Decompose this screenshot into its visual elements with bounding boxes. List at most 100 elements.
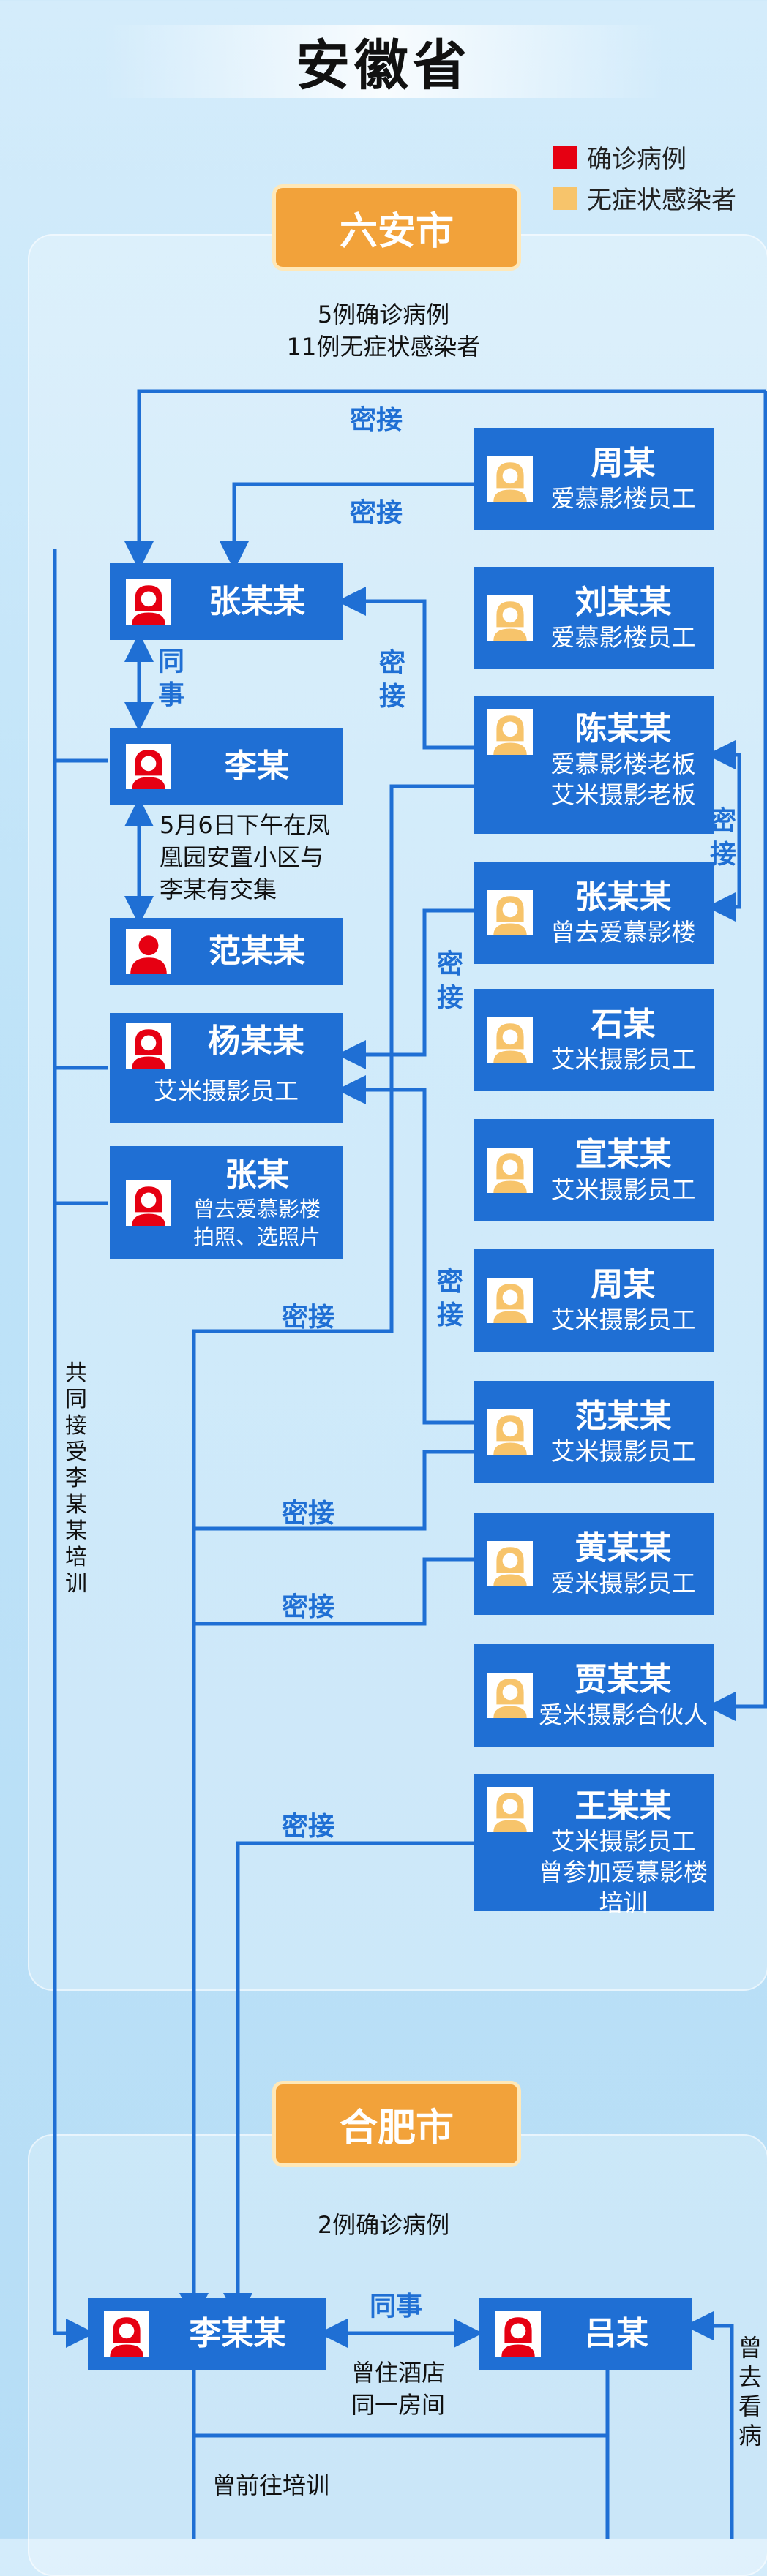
node-zhang-mou[interactable]: 张某 曾去爱慕影楼 拍照、选照片 — [110, 1146, 343, 1259]
node-sub-2: 拍照、选照片 — [192, 1224, 321, 1249]
asymptomatic-person-icon — [487, 1541, 533, 1586]
asymptomatic-person-icon — [487, 1409, 533, 1455]
asymptomatic-person-icon — [487, 456, 533, 502]
node-sub: 曾去爱慕影楼 — [550, 918, 696, 946]
node-right-6[interactable]: 周某艾米摄影员工 — [474, 1249, 714, 1352]
asymptomatic-person-icon — [487, 1787, 533, 1832]
liuan-summary-asymptomatic: 11例无症状感染者 — [286, 333, 481, 361]
node-right-0[interactable]: 周某爱慕影楼员工 — [474, 428, 714, 530]
node-hefei-li-moumou[interactable]: 李某某 — [88, 2298, 326, 2370]
liuan-city-label: 六安市 — [339, 209, 454, 254]
node-sub: 艾米摄影员工 — [550, 1306, 696, 1334]
confirmed-person-icon — [126, 579, 171, 625]
node-sub: 艾米摄影员工 — [154, 1077, 299, 1105]
asymptomatic-person-icon — [487, 1017, 533, 1063]
legend-asymptomatic-label: 无症状感染者 — [587, 186, 736, 215]
colleague-label: 同事 — [157, 647, 184, 710]
contact-label-2: 密接 — [282, 1499, 335, 1529]
training-label: 共同接受李某某培训 — [65, 1360, 87, 1597]
confirmed-person-icon — [126, 743, 171, 789]
contact-label-zhang-yang: 密接 — [436, 949, 463, 1013]
node-yang-moumou[interactable]: 杨某某 艾米摄影员工 — [110, 1013, 343, 1123]
note-line-1: 5月6日下午在凤 — [160, 811, 330, 839]
liuan-city-tab: 六安市 — [272, 184, 521, 271]
node-hefei-lv-mou[interactable]: 吕某 — [479, 2298, 692, 2370]
confirmed-person-icon — [126, 929, 171, 974]
asymptomatic-person-icon — [487, 1148, 533, 1193]
hefei-training-note: 曾前往培训 — [212, 2471, 330, 2499]
contact-label-1: 密接 — [282, 1303, 335, 1333]
legend-asymptomatic-swatch — [553, 186, 577, 210]
hefei-city-tab: 合肥市 — [272, 2081, 521, 2167]
li-fan-note: 5月6日下午在凤 凰园安置小区与 李某有交集 — [160, 809, 330, 905]
contact-label-chen-zhang: 密接 — [378, 648, 405, 712]
node-sub: 爱慕影楼员工 — [550, 623, 696, 652]
node-name: 宣某某 — [575, 1136, 672, 1173]
node-name: 黄某某 — [575, 1529, 672, 1567]
node-li-mou[interactable]: 李某 — [110, 728, 343, 805]
icon-wrap — [126, 1023, 171, 1072]
node-name: 张某某 — [575, 878, 672, 916]
node-name: 周某 — [591, 445, 656, 482]
confirmed-person-icon — [126, 1023, 171, 1069]
asymptomatic-person-icon — [487, 1278, 533, 1323]
node-sub: 爱慕影楼老板 — [550, 750, 696, 778]
hotel-line-1: 曾住酒店 — [351, 2359, 446, 2387]
node-name: 周某 — [591, 1266, 656, 1303]
hefei-visit-note: 曾去看病 — [738, 2334, 762, 2449]
node-name: 王某某 — [575, 1788, 672, 1825]
node-right-3[interactable]: 张某某曾去爱慕影楼 — [474, 862, 714, 964]
node-right-7[interactable]: 范某某艾米摄影员工 — [474, 1381, 714, 1483]
legend-confirmed: 确诊病例 — [553, 139, 686, 175]
node-right-9[interactable]: 贾某某爱米摄影合伙人 — [474, 1644, 714, 1747]
asymptomatic-person-icon — [487, 595, 533, 641]
node-sub: 艾米摄影员工 — [550, 1827, 696, 1856]
liuan-summary-confirmed: 5例确诊病例 — [317, 301, 450, 328]
asymptomatic-person-icon — [487, 709, 533, 755]
node-name: 刘某某 — [575, 584, 672, 621]
contact-label-3: 密接 — [282, 1592, 335, 1622]
node-sub: 爱米摄影合伙人 — [539, 1701, 708, 1729]
hefei-hotel-note: 曾住酒店 同一房间 — [351, 2357, 445, 2421]
legend-confirmed-label: 确诊病例 — [587, 145, 686, 174]
node-fan-moumou[interactable]: 范某某 — [110, 918, 343, 985]
contact-label-4: 密接 — [282, 1812, 335, 1842]
node-zhang-moumou[interactable]: 张某某 — [110, 563, 343, 640]
node-sub: 曾去爱慕影楼 — [192, 1196, 321, 1221]
confirmed-person-icon — [104, 2311, 149, 2357]
confirmed-person-icon — [126, 1180, 171, 1226]
node-name: 杨某某 — [208, 1023, 304, 1060]
legend-asymptomatic: 无症状感染者 — [553, 180, 736, 216]
node-right-1[interactable]: 刘某某爱慕影楼员工 — [474, 567, 714, 669]
node-right-5[interactable]: 宣某某艾米摄影员工 — [474, 1119, 714, 1221]
hotel-line-2: 同一房间 — [351, 2391, 446, 2419]
legend-confirmed-swatch — [553, 145, 577, 169]
node-right-8[interactable]: 黄某某爱米摄影员工 — [474, 1513, 714, 1615]
liuan-summary: 5例确诊病例 11例无症状感染者 — [0, 298, 767, 363]
hefei-city-label: 合肥市 — [339, 2106, 454, 2150]
node-sub: 爱米摄影员工 — [550, 1569, 696, 1597]
asymptomatic-person-icon — [487, 1673, 533, 1718]
node-sub: 艾米摄影员工 — [550, 1175, 696, 1204]
node-name: 范某某 — [209, 933, 305, 970]
node-name: 石某 — [591, 1006, 656, 1043]
contact-label-zhou: 密接 — [350, 498, 403, 528]
node-name: 李某某 — [189, 2315, 286, 2352]
node-sub-2: 艾米摄影老板 — [550, 780, 696, 809]
node-name: 陈某某 — [575, 710, 672, 747]
confirmed-person-icon — [495, 2311, 541, 2357]
node-sub: 艾米摄影员工 — [550, 1045, 696, 1074]
hefei-summary: 2例确诊病例 — [317, 2211, 450, 2239]
note-line-2: 凰园安置小区与 — [160, 843, 324, 871]
node-sub: 爱慕影楼员工 — [550, 484, 696, 513]
node-name: 范某某 — [575, 1398, 672, 1435]
node-sub-2: 曾参加爱慕影楼培训 — [539, 1858, 708, 1917]
hefei-colleague-label: 同事 — [370, 2291, 423, 2321]
node-right-2[interactable]: 陈某某爱慕影楼老板艾米摄影老板 — [474, 696, 714, 834]
node-name: 李某 — [225, 747, 289, 785]
node-name: 贾某某 — [575, 1661, 672, 1698]
node-right-4[interactable]: 石某艾米摄影员工 — [474, 989, 714, 1091]
note-line-3: 李某有交集 — [160, 875, 277, 903]
node-right-10[interactable]: 王某某艾米摄影员工曾参加爱慕影楼培训 — [474, 1774, 714, 1917]
